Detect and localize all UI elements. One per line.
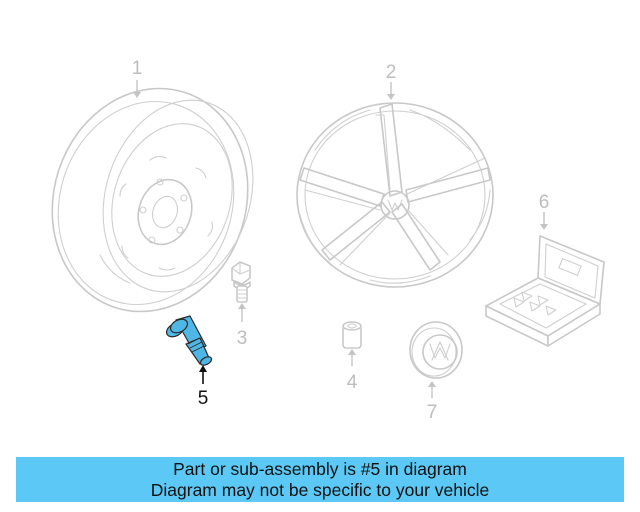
callout-6: 6	[539, 192, 550, 213]
leader-6-arrow	[540, 224, 548, 230]
callout-2: 2	[386, 62, 397, 83]
leader-4-arrow	[348, 349, 356, 355]
banner-disclaimer-line: Diagram may not be specific to your vehi…	[150, 479, 490, 500]
leader-1-arrow	[133, 92, 141, 98]
leader-3-arrow	[238, 303, 246, 309]
leader-2-arrow	[387, 94, 395, 100]
callout-1: 1	[132, 58, 143, 79]
callout-leaders	[133, 80, 548, 398]
part-7-center-cap[interactable]	[409, 321, 463, 379]
callout-5: 5	[198, 388, 209, 409]
leader-5-arrow	[199, 365, 207, 372]
part-5-valve-stem[interactable]	[164, 315, 213, 367]
callout-7: 7	[427, 402, 438, 423]
callout-3: 3	[237, 328, 248, 349]
part-2-alloy-wheel[interactable]	[296, 102, 494, 288]
part-3-wheel-bolt[interactable]	[231, 261, 251, 303]
part-6-tool-kit[interactable]	[485, 235, 605, 347]
banner-part-line: Part or sub-assembly is #5 in diagram	[173, 458, 467, 479]
part-1-steel-wheel[interactable]	[24, 63, 277, 337]
part-4-cap[interactable]	[342, 321, 362, 349]
info-banner: Part or sub-assembly is #5 in diagram Di…	[16, 457, 624, 502]
callout-4: 4	[347, 372, 358, 393]
leader-7-arrow	[428, 381, 436, 387]
